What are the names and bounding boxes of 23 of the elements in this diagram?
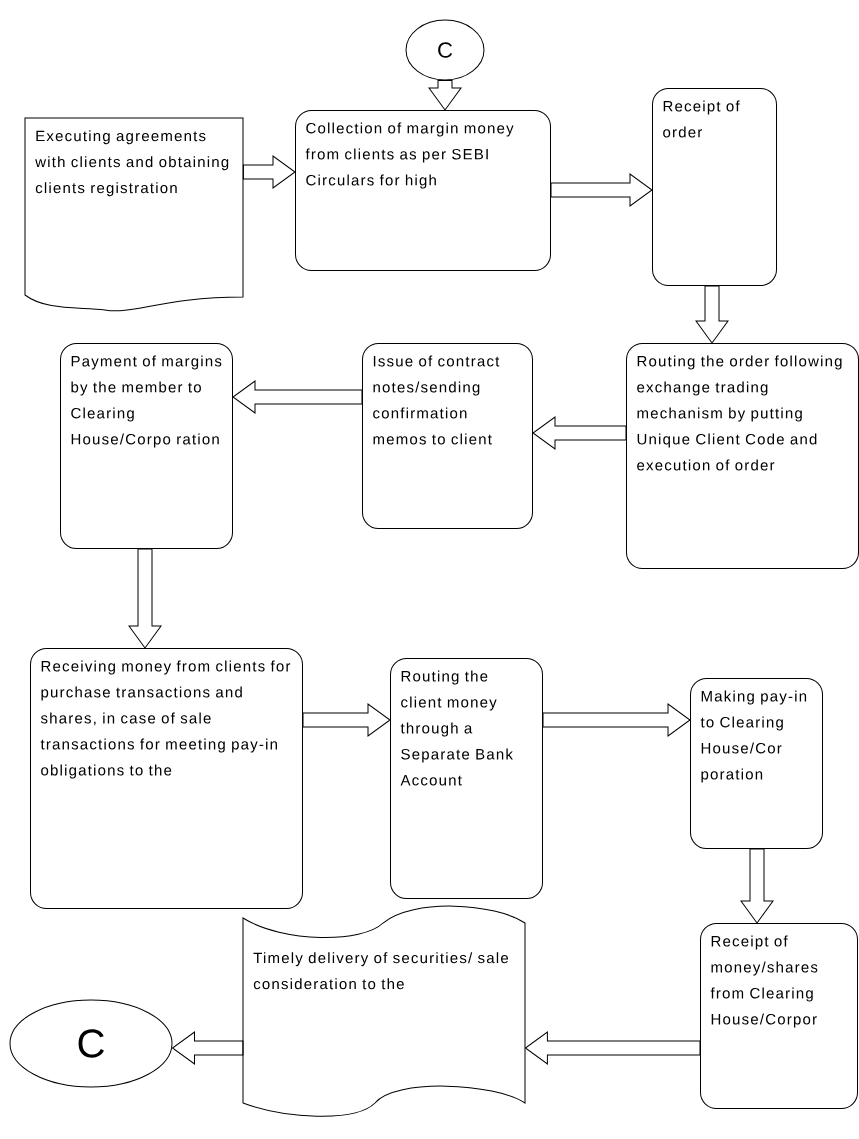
- block-arrow: [524, 1031, 701, 1065]
- process-box: Routing the client money through a Separate Bank Account: [390, 658, 543, 899]
- block-arrow: [428, 80, 462, 111]
- block-arrow: [740, 848, 774, 924]
- process-box: Receipt of order: [652, 88, 777, 286]
- process-box: Routing the order following exchange trading mechanism by putting Unique Client Code and execution of order: [626, 343, 859, 569]
- block-arrow: [542, 703, 691, 737]
- document-box: Executing agreements with clients and obtaining clients registration: [24, 117, 244, 312]
- document-box: Timely delivery of securities/ sale consideration to the: [242, 905, 526, 1117]
- process-box: Receiving money from clients for purchase transactions and shares, in case of sale transactions for meeting pay-in obligations to the: [30, 648, 303, 909]
- process-box: Collection of margin money from clients as per SEBI Circulars for high: [295, 110, 551, 271]
- block-arrow: [242, 155, 296, 189]
- process-box: Issue of contract notes/sending confirmation memos to client: [362, 343, 533, 529]
- block-arrow: [172, 1031, 244, 1065]
- block-arrow: [232, 380, 363, 414]
- block-arrow: [128, 548, 162, 649]
- process-box: Receipt of money/shares from Clearing House/Corpor: [700, 923, 858, 1109]
- process-box: Payment of margins by the member to Clearing House/Corpo ration: [60, 343, 233, 549]
- process-box: Making pay-in to Clearing House/Cor poration: [690, 678, 823, 849]
- block-arrow: [550, 173, 653, 207]
- block-arrow: [695, 285, 729, 344]
- block-arrow: [532, 416, 627, 450]
- block-arrow: [302, 703, 391, 737]
